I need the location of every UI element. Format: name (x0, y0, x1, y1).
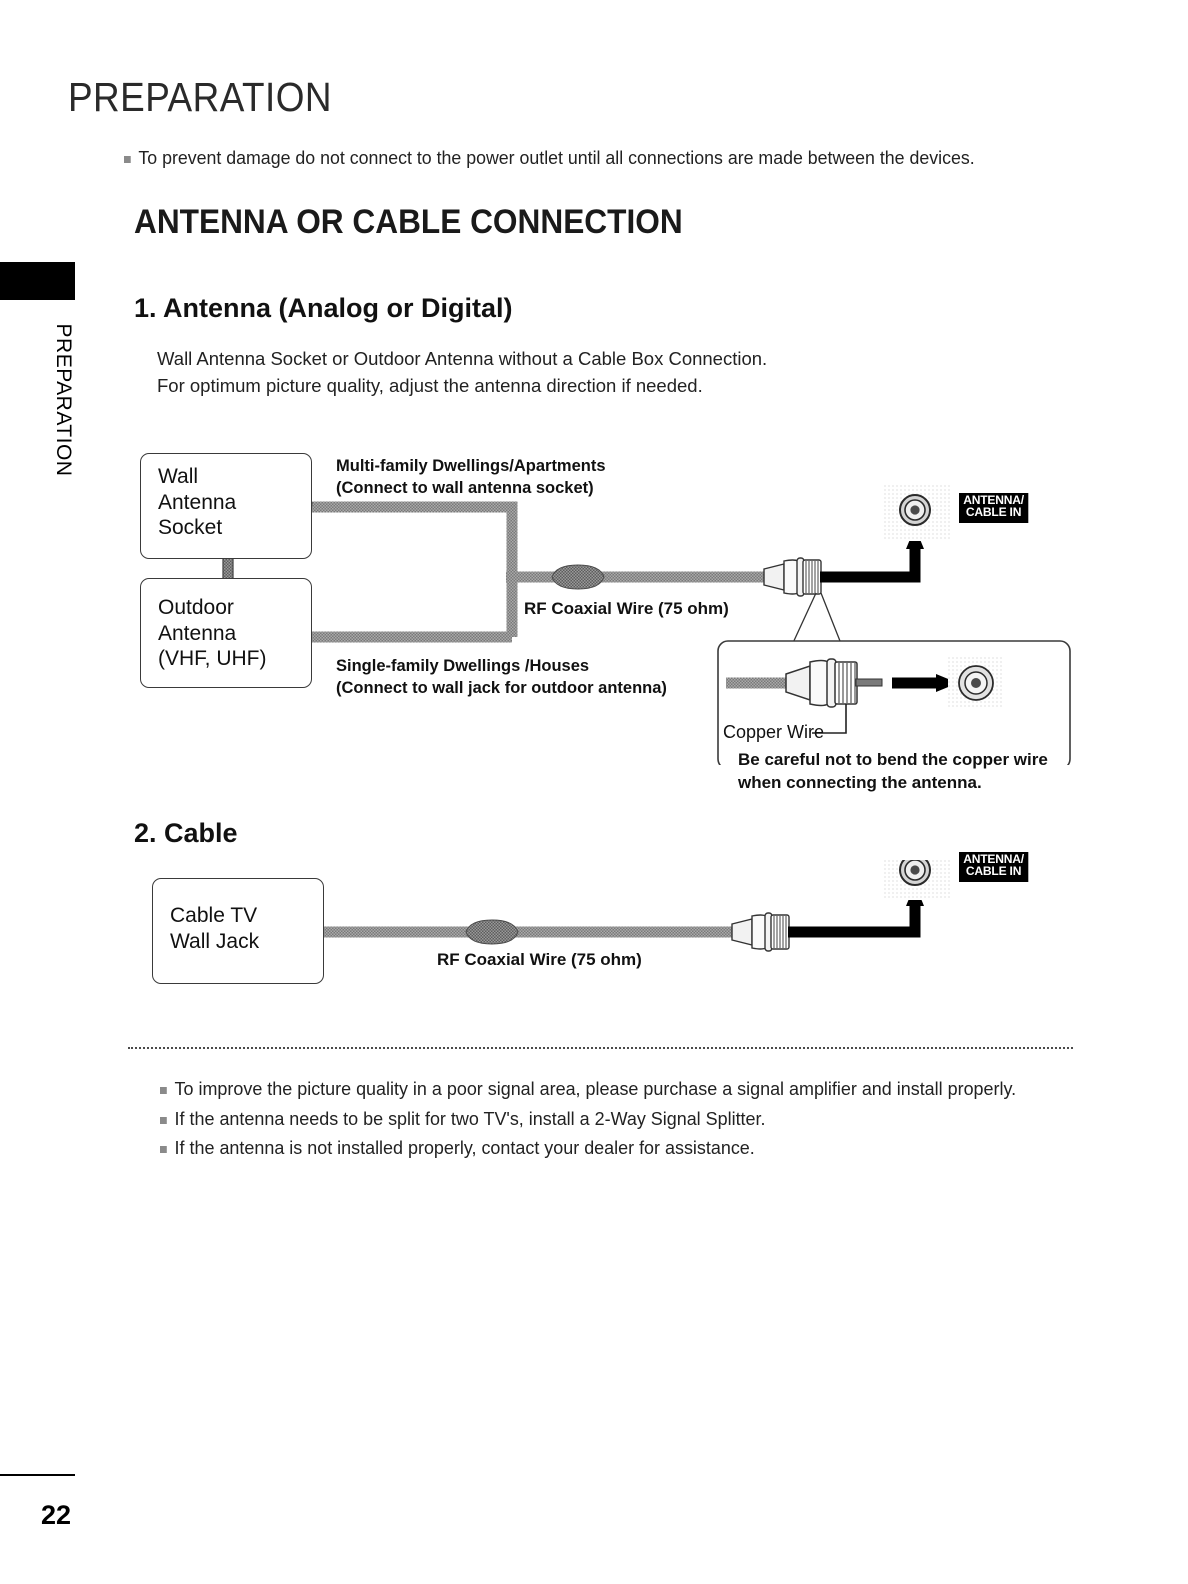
bullet-square-icon (124, 156, 131, 163)
sidebar-chapter-label: PREPARATION (52, 323, 75, 477)
wall-antenna-socket-label: Wall Antenna Socket (158, 465, 237, 540)
top-warning-note: To prevent damage do not connect to the … (124, 146, 1007, 171)
outdoor-antenna-box (140, 578, 312, 688)
copper-wire-label: Copper Wire (723, 722, 825, 742)
copper-wire-warning-text: Be careful not to bend the copper wire w… (738, 750, 1048, 793)
sidebar-chapter-tab (0, 262, 75, 300)
bullet-square-icon (160, 1146, 167, 1153)
bottom-note-text: If the antenna needs to be split for two… (174, 1107, 766, 1129)
antenna-cable-in-badge-2: ANTENNA/ CABLE IN (959, 852, 1029, 883)
antenna-connection-diagram: Wall Antenna Socket Outdoor Antenna (VHF… (140, 445, 1080, 792)
list-item: If the antenna is not installed properly… (160, 1137, 1052, 1158)
caption-multifamily: Multi-family Dwellings/Apartments (Conne… (336, 457, 606, 497)
section-heading: ANTENNA OR CABLE CONNECTION (134, 203, 683, 241)
section-divider (128, 1047, 1073, 1049)
page-title: PREPARATION (68, 74, 332, 120)
page-number: 22 (41, 1500, 72, 1530)
f-connector-detail-graphic (785, 658, 883, 708)
bottom-note-text: To improve the picture quality in a poor… (174, 1078, 1017, 1099)
top-warning-text: To prevent damage do not connect to the … (138, 147, 975, 168)
f-connector-graphic (763, 557, 822, 597)
bullet-square-icon (160, 1116, 167, 1124)
list-item: To improve the picture quality in a poor… (160, 1078, 1052, 1099)
rf-coaxial-wire-label-2: RF Coaxial Wire (75 ohm) (437, 950, 642, 969)
subsection-1-heading: 1. Antenna (Analog or Digital) (134, 293, 513, 323)
antenna-cable-in-badge-1: ANTENNA/ CABLE IN (959, 493, 1029, 524)
cable-connection-diagram: Cable TV Wall Jack RF Coaxial Wire (75 o… (140, 852, 1080, 990)
cable-tv-wall-jack-label: Cable TV Wall Jack (170, 904, 260, 953)
caption-singlefamily: Single-family Dwellings /Houses (Connect… (336, 657, 667, 697)
bottom-notes-list: To improve the picture quality in a poor… (160, 1078, 1080, 1169)
f-connector-graphic-2 (731, 912, 790, 952)
bullet-square-icon (160, 1087, 167, 1094)
bottom-note-text: If the antenna is not installed properly… (174, 1137, 755, 1158)
rf-coaxial-wire-label-1: RF Coaxial Wire (75 ohm) (524, 599, 729, 618)
list-item: If the antenna needs to be split for two… (160, 1107, 1052, 1129)
footer-rule (0, 1474, 75, 1476)
subsection-2-heading: 2. Cable (134, 818, 238, 848)
outdoor-antenna-label: Outdoor Antenna (VHF, UHF) (158, 596, 267, 671)
wall-antenna-socket-box (140, 453, 312, 559)
cable-tv-wall-jack-box (152, 878, 324, 984)
subsection-1-body: Wall Antenna Socket or Outdoor Antenna w… (157, 348, 768, 397)
